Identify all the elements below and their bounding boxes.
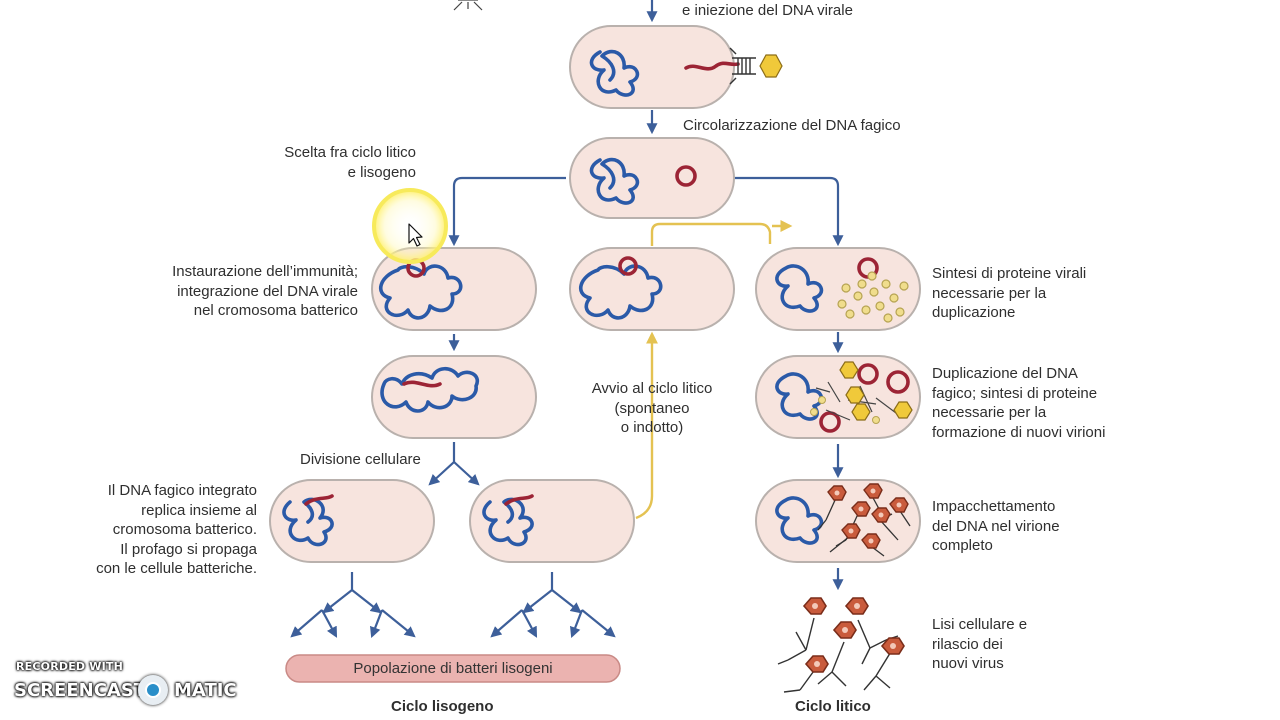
- chromosome-icon: [589, 49, 640, 97]
- phage-dna-circle-icon: [618, 256, 638, 276]
- induction-arrows: [635, 220, 793, 520]
- pointer-arrow-icon: [408, 223, 423, 247]
- label-population: Popolazione di batteri lisogeni: [353, 660, 553, 677]
- phage-dna-circle-icon: [819, 411, 841, 433]
- phage-dna-circle-icon: [857, 363, 879, 385]
- cell-protein-synthesis: [755, 247, 921, 331]
- phage-dna-circle-icon: [675, 165, 697, 187]
- phage-top-icon: [453, 0, 483, 11]
- watermark-brand-left: SCREENCAST: [14, 680, 147, 701]
- watermark-recorded-with: RECORDED WITH: [16, 660, 124, 673]
- cell-injection: [569, 25, 735, 109]
- chromosome-icon: [578, 264, 663, 320]
- population-bar: [285, 654, 621, 683]
- label-circularization: Circolarizzazione del DNA fagico: [683, 117, 901, 134]
- injected-dna-icon: [684, 61, 740, 71]
- label-lysogenic-cycle: Ciclo lisogeno: [391, 698, 494, 715]
- label-lytic-cycle: Ciclo litico: [795, 698, 871, 715]
- assembling-virions-icon: [810, 361, 913, 424]
- chromosome-icon: [378, 264, 463, 320]
- chromosome-icon: [775, 264, 824, 313]
- chromosome-icon: [380, 366, 480, 413]
- attached-phage-icon: [729, 47, 783, 85]
- integrated-prophage-icon: [504, 494, 534, 506]
- viral-proteins-icon: [837, 271, 909, 323]
- packaged-virions-icon: [817, 483, 911, 557]
- integrated-prophage-icon: [304, 494, 334, 506]
- chromosome-icon: [282, 497, 334, 547]
- chromosome-icon: [482, 497, 534, 547]
- chromosome-icon: [775, 372, 824, 421]
- released-viruses-icon: [777, 597, 905, 693]
- phage-dna-circle-icon: [886, 370, 910, 394]
- watermark-brand-right: MATIC: [174, 680, 237, 701]
- cell-prophage-induced: [569, 247, 735, 331]
- label-cell-division: Divisione cellulare: [300, 451, 421, 468]
- integrated-prophage-icon: [402, 380, 442, 388]
- chromosome-icon: [775, 496, 824, 545]
- screencast-watermark: RECORDED WITH SCREENCAST MATIC: [14, 660, 244, 710]
- label-injection: e iniezione del DNA virale: [682, 2, 853, 19]
- chromosome-icon: [589, 157, 640, 205]
- label-immunity: Instaurazione dell’immunità;integrazione…: [172, 263, 358, 319]
- lytic-flow-arrows: [290, 0, 844, 639]
- screencast-logo-icon: [138, 675, 168, 705]
